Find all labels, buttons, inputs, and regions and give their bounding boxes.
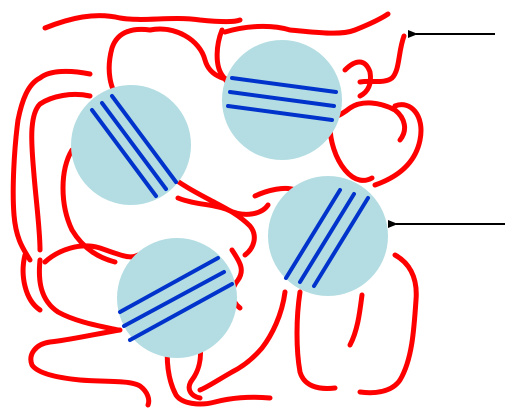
crystallite <box>71 85 191 205</box>
chain-segment <box>350 295 362 345</box>
chain-segment <box>39 260 118 330</box>
chain-segment <box>330 126 372 180</box>
chain-segment <box>297 292 335 388</box>
crystallite <box>222 40 342 160</box>
pointer-arrows <box>396 34 505 224</box>
crystallite <box>268 176 388 296</box>
chain-segment <box>360 36 404 82</box>
crystallite <box>117 238 237 358</box>
chain-segment <box>45 16 240 28</box>
chain-segment <box>375 105 421 185</box>
chain-segment <box>150 29 240 79</box>
chain-segment <box>178 198 268 214</box>
chain-segment <box>225 14 388 33</box>
crystallites <box>71 40 388 358</box>
